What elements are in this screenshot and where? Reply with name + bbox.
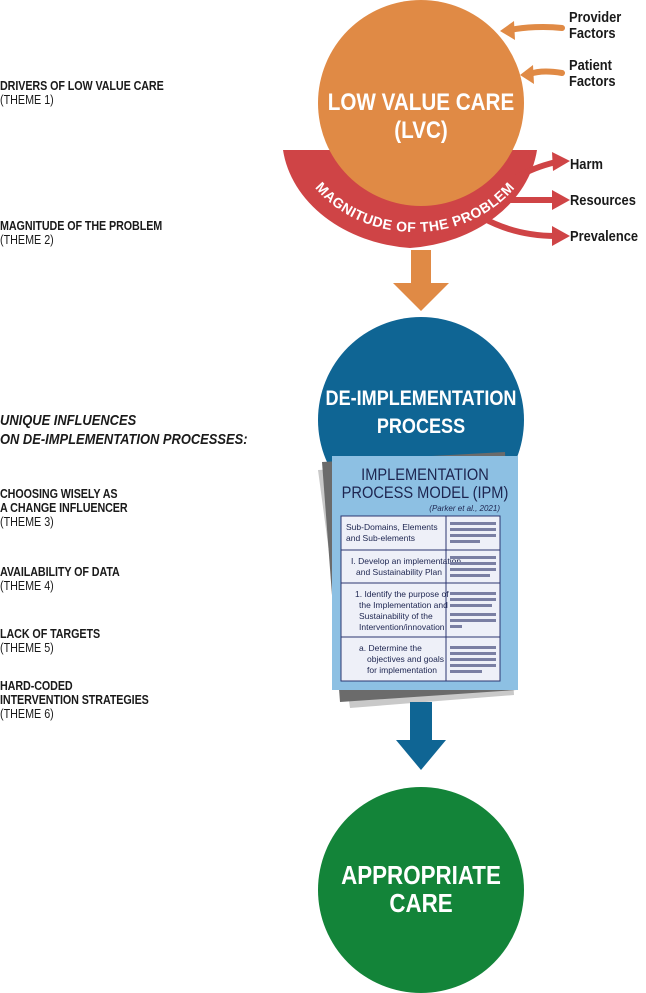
theme4-title: AVAILABILITY OF DATA	[0, 565, 120, 579]
low-value-care-circle	[318, 0, 524, 206]
theme1-title: DRIVERS OF LOW VALUE CARE	[0, 79, 164, 93]
outcome-resources: Resources	[570, 191, 636, 208]
ipm-row3-line2: the Implementation and	[359, 600, 448, 610]
ipm-placeholder-bars	[450, 522, 496, 673]
appropriate-care-circle	[318, 787, 524, 993]
theme2-label: MAGNITUDE OF THE PROBLEM (THEME 2)	[0, 219, 189, 247]
theme5-sub: (THEME 5)	[0, 641, 54, 655]
theme3-label: CHOOSING WISELY AS A CHANGE INFLUENCER (…	[0, 487, 148, 529]
ipm-row2-line1: I. Develop an implementation	[351, 556, 461, 566]
ipm-row1-line1: Sub-Domains, Elements	[346, 522, 438, 532]
ipm-document: IMPLEMENTATION PROCESS MODEL (IPM) (Park…	[332, 456, 518, 690]
deimpl-title-2: PROCESS	[377, 415, 465, 439]
theme2-sub: (THEME 2)	[0, 233, 54, 247]
ipm-title-2: PROCESS MODEL (IPM)	[342, 484, 509, 502]
theme6-title-1: HARD-CODED	[0, 679, 73, 693]
theme6-label: HARD-CODED INTERVENTION STRATEGIES (THEM…	[0, 679, 173, 721]
provider-factors-line2: Factors	[569, 24, 616, 41]
unique-influences-heading: UNIQUE INFLUENCES ON DE-IMPLEMENTATION P…	[0, 411, 288, 449]
appropriate-title-1: APPROPRIATE	[341, 861, 501, 890]
heading-line-1: UNIQUE INFLUENCES	[0, 412, 137, 429]
patient-factors-line2: Factors	[569, 72, 616, 89]
ipm-citation: (Parker et al., 2021)	[429, 504, 500, 513]
theme1-sub: (THEME 1)	[0, 93, 54, 107]
theme2-title: MAGNITUDE OF THE PROBLEM	[0, 219, 163, 233]
ipm-row4-line1: a. Determine the	[359, 643, 422, 653]
heading-line-2: ON DE-IMPLEMENTATION PROCESSES:	[0, 431, 248, 448]
ipm-row4-line3: for implementation	[367, 665, 437, 675]
ipm-row2-line2: and Sustainability Plan	[356, 567, 442, 577]
input-arrows	[507, 23, 565, 77]
theme4-sub: (THEME 4)	[0, 579, 54, 593]
arrow-down-lvc-to-deimpl	[393, 250, 449, 311]
theme1-label: DRIVERS OF LOW VALUE CARE (THEME 1)	[0, 79, 190, 107]
theme5-title: LACK OF TARGETS	[0, 627, 101, 641]
theme3-title-1: CHOOSING WISELY AS	[0, 487, 118, 501]
ipm-row3-line4: Intervention/innovation	[359, 622, 445, 632]
deimpl-title-1: DE-IMPLEMENTATION	[326, 387, 517, 411]
theme4-label: AVAILABILITY OF DATA (THEME 4)	[0, 565, 139, 593]
lvc-title-1: LOW VALUE CARE	[328, 89, 515, 116]
theme3-title-2: A CHANGE INFLUENCER	[0, 501, 128, 515]
ipm-title-1: IMPLEMENTATION	[361, 466, 489, 484]
outcome-arrowheads	[552, 152, 570, 246]
patient-factors-line1: Patient	[569, 56, 612, 73]
outcome-harm: Harm	[570, 155, 603, 172]
provider-factors-line1: Provider	[569, 8, 622, 25]
theme6-sub: (THEME 6)	[0, 707, 54, 721]
theme3-sub: (THEME 3)	[0, 515, 54, 529]
ipm-row3-line3: Sustainability of the	[359, 611, 433, 621]
ipm-row1-line2: and Sub-elements	[346, 533, 415, 543]
arrow-down-deimpl-to-appropriate	[396, 702, 446, 770]
lvc-title-2: (LVC)	[394, 117, 447, 144]
theme6-title-2: INTERVENTION STRATEGIES	[0, 693, 149, 707]
outcome-prevalence: Prevalence	[570, 227, 638, 244]
input-arrowheads	[500, 21, 534, 84]
theme5-label: LACK OF TARGETS (THEME 5)	[0, 627, 116, 655]
ipm-row3-line1: 1. Identify the purpose of	[355, 589, 449, 599]
ipm-row4-line2: objectives and goals	[367, 654, 444, 664]
appropriate-title-2: CARE	[389, 889, 452, 918]
